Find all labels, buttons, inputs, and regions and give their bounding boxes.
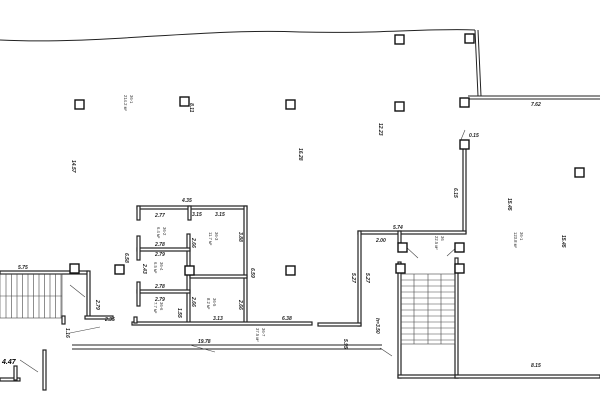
dim-label: 3.15: [192, 212, 202, 218]
dim-label: 12.23: [377, 123, 383, 136]
dim-label: 8.11: [188, 103, 194, 113]
room-area: 11.7 м²: [208, 232, 213, 246]
dim-label: 2.77: [154, 213, 165, 219]
dim-label: 6.15: [452, 188, 458, 198]
dim-label: 19.78: [198, 339, 211, 345]
column-marker: [397, 242, 408, 253]
room-id: 36-6: [159, 302, 164, 311]
column-marker: [454, 263, 465, 274]
dim-label: 16.28: [297, 148, 303, 161]
door-swing: [19, 129, 466, 373]
room-area: 6.5 м²: [153, 262, 158, 274]
room-id: 36-3: [214, 232, 219, 241]
dim-label: 2.79: [94, 299, 100, 310]
dim-label: 5.74: [393, 225, 403, 231]
room-id: 36-7: [261, 328, 266, 337]
room-area: 214.2 м²: [123, 95, 128, 112]
room-area: 7.7 м²: [153, 302, 158, 314]
column-marker: [459, 139, 470, 150]
dim-label: 2.78: [154, 284, 165, 290]
column-marker: [454, 242, 465, 253]
dim-label: 5.27: [350, 273, 356, 283]
stair-door-jamb: [397, 230, 402, 244]
dim-label: 8.15: [531, 363, 541, 369]
dim-label: 15.45: [506, 198, 512, 211]
room-area: 6.4 м²: [156, 227, 161, 239]
column-marker: [184, 265, 195, 276]
dim-label: 2.79: [154, 297, 165, 303]
dim-label: 15.45: [560, 235, 566, 248]
dim-label: 4.47: [1, 359, 17, 366]
dim-label: 3.15: [215, 212, 225, 218]
room-area: 8.2 м²: [206, 298, 211, 310]
outer-wall-right-upper: [474, 29, 482, 97]
room-id: 36-1: [129, 95, 134, 104]
stair-right: [397, 257, 600, 379]
column-marker: [459, 97, 470, 108]
dim-label: 3.88: [237, 232, 243, 242]
bottom-left-post: [13, 365, 18, 381]
room-id: 36: [440, 236, 445, 241]
dim-label: 5.27: [364, 273, 370, 283]
dim-label: 1.55: [176, 308, 182, 318]
room-labels: 36-1 214.2 м² 36-1 123.8 м² 36-2 6.4 м² …: [123, 95, 524, 342]
dim-label: 14.57: [70, 160, 76, 173]
column-marker: [574, 167, 585, 178]
dim-label: 2.00: [375, 238, 386, 244]
dim-label: 6.58: [123, 253, 129, 263]
wing-top-wall: [468, 95, 600, 100]
dim-label: h=3.50: [374, 318, 380, 334]
dim-label: 1.16: [64, 328, 70, 338]
wing-left-wall: [462, 144, 467, 234]
column-marker: [74, 99, 85, 110]
dim-label: 3.13: [213, 316, 223, 322]
room-id: 36-1: [519, 232, 524, 241]
dim-label: 2.78: [154, 242, 165, 248]
stair-left-wall: [357, 230, 362, 327]
column-marker: [179, 96, 190, 107]
service-rooms: [131, 205, 313, 326]
column-marker: [395, 263, 406, 274]
stair-top-wall: [357, 230, 467, 235]
column-marker: [394, 101, 405, 112]
stair-left-return: [317, 322, 362, 327]
column-marker: [114, 264, 125, 275]
dim-label: 2.66: [190, 237, 196, 248]
room-area: 123.8 м²: [513, 232, 518, 249]
outer-wall-top: [0, 29, 476, 42]
columns: [69, 33, 585, 276]
dim-label: 2.66: [190, 296, 196, 307]
column-marker: [285, 99, 296, 110]
stair-left: [0, 270, 114, 325]
room-id: 36-2: [162, 227, 167, 236]
column-marker: [69, 263, 80, 274]
room-id: 36-5: [212, 298, 217, 307]
corridor-wall: [72, 344, 382, 350]
bottom-left-wall: [0, 377, 21, 382]
dim-label: 4.35: [181, 198, 192, 204]
room-id: 36-4: [159, 262, 164, 271]
dim-label: 2.79: [154, 252, 165, 258]
dim-label: 7.62: [531, 102, 541, 108]
dim-label: 2.66: [237, 299, 243, 310]
column-marker: [285, 265, 296, 276]
room-area: 22.5 м²: [434, 236, 439, 250]
dim-label: 2.43: [141, 263, 147, 274]
corridor-wall-end: [42, 349, 47, 391]
dim-label: 2.35: [104, 317, 115, 323]
dim-label: 0.15: [469, 133, 479, 139]
dim-label: 6.59: [249, 268, 255, 278]
dim-label: 5.75: [18, 265, 28, 271]
dimension-labels: 5.75 2.79 2.35 1.16 4.47 19.78 6.38 5.95…: [1, 102, 566, 369]
dim-label: 5.95: [342, 339, 348, 349]
room-area: 37.5 м²: [255, 328, 260, 342]
column-marker: [394, 34, 405, 45]
dim-label: 6.38: [282, 316, 292, 322]
column-marker: [464, 33, 475, 44]
